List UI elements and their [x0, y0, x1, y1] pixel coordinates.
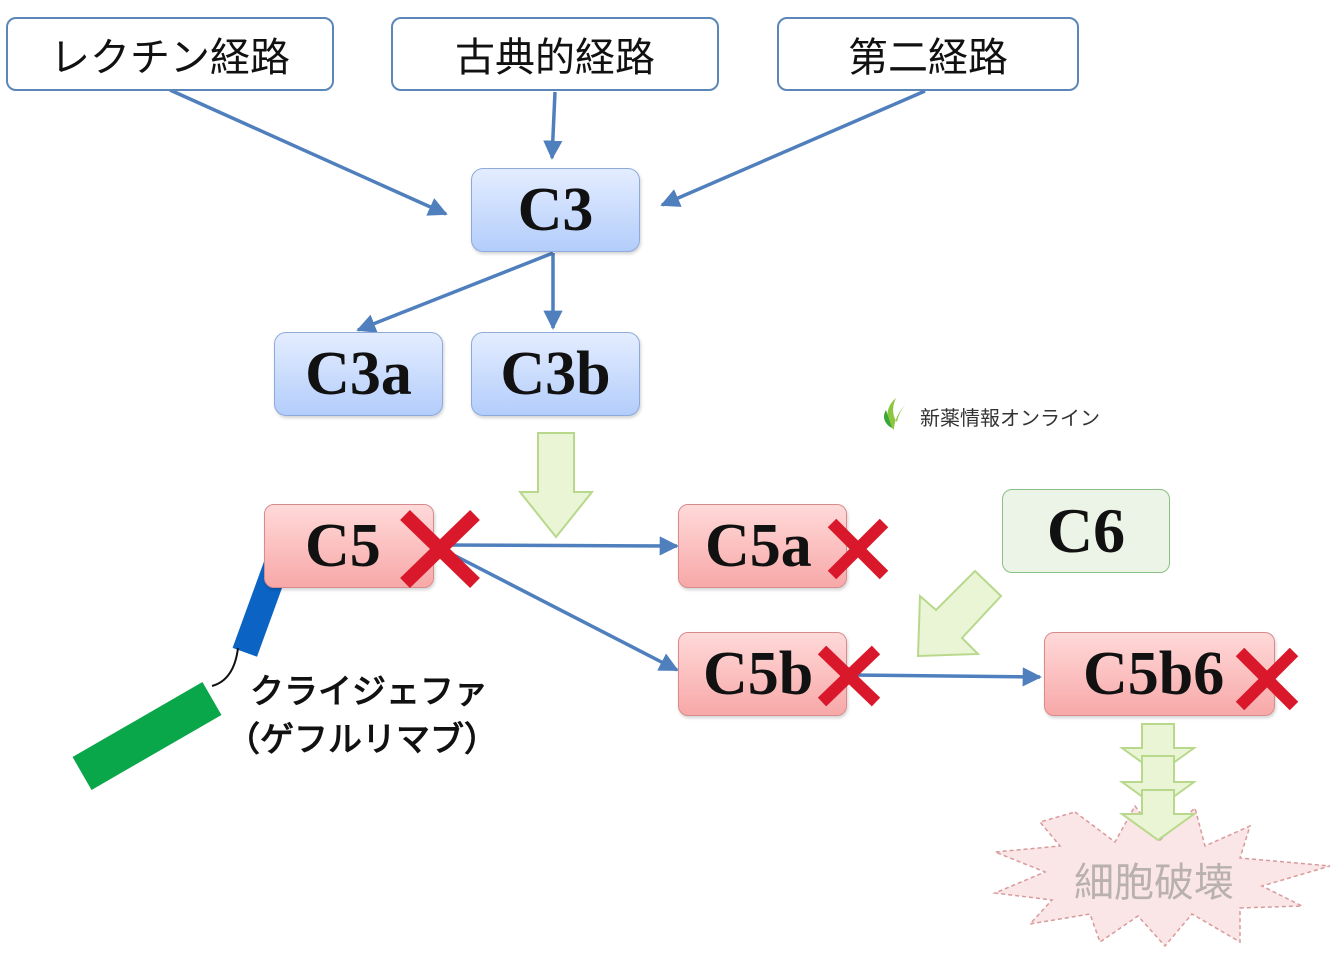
node-c6: C6: [1002, 489, 1170, 573]
antibody-green-body: [72, 682, 222, 790]
node-c3: C3: [471, 168, 640, 252]
pathway-lectin-label: レクチン経路: [50, 35, 290, 81]
antibody-connector-line: [211, 647, 239, 687]
node-c3b: C3b: [471, 332, 640, 416]
node-c5b6-label: C5b6: [1083, 639, 1225, 708]
node-c6-label: C6: [1046, 495, 1126, 566]
arrow-c3-to-c3a: [356, 251, 554, 333]
watermark: 新薬情報オンライン: [880, 396, 1120, 436]
node-c3b-label: C3b: [500, 339, 611, 408]
leaf-logo-icon: [884, 398, 906, 430]
node-c3-label: C3: [517, 175, 594, 244]
pathway-lectin: レクチン経路: [6, 17, 334, 91]
watermark-text: 新薬情報オンライン: [920, 406, 1100, 430]
drug-brand-name: クライジェファ: [250, 672, 488, 712]
arrow-classical-to-c3: [543, 91, 563, 160]
arrow-c5-to-c5a: [439, 536, 679, 556]
node-c3a-label: C3a: [305, 339, 412, 408]
node-c5-label: C5: [305, 511, 381, 580]
node-c5b6: C5b6: [1044, 632, 1275, 716]
node-c5b: C5b: [678, 632, 847, 716]
node-c5a-label: C5a: [705, 511, 812, 580]
arrow-c5b-to-c5b6: [849, 667, 1042, 687]
drug-name: クライジェファ: [250, 672, 488, 713]
node-c5a: C5a: [678, 504, 847, 588]
pathway-alternative: 第二経路: [777, 17, 1079, 91]
arrow-c5-to-c5b: [439, 546, 679, 672]
node-c5: C5: [264, 504, 434, 588]
pathway-classical-label: 古典的経路: [455, 35, 655, 81]
arrow-alternative-to-c3: [660, 89, 926, 207]
pathway-alternative-label: 第二経路: [848, 35, 1008, 81]
pathway-classical: 古典的経路: [391, 17, 719, 91]
block-arrow-c5b6-to-lysis: [1118, 723, 1198, 842]
block-arrow-c6: [916, 569, 1003, 658]
node-c3a: C3a: [274, 332, 443, 416]
drug-generic-name: （ゲフルリマブ）: [226, 720, 498, 761]
block-arrow-c3b-to-c5: [517, 432, 595, 539]
drug-generic-label: （ゲフルリマブ）: [226, 720, 498, 760]
node-c5b-label: C5b: [703, 639, 814, 708]
cell-destruction-label: 細胞破壊: [1074, 860, 1234, 906]
arrow-lectin-to-c3: [169, 88, 448, 216]
